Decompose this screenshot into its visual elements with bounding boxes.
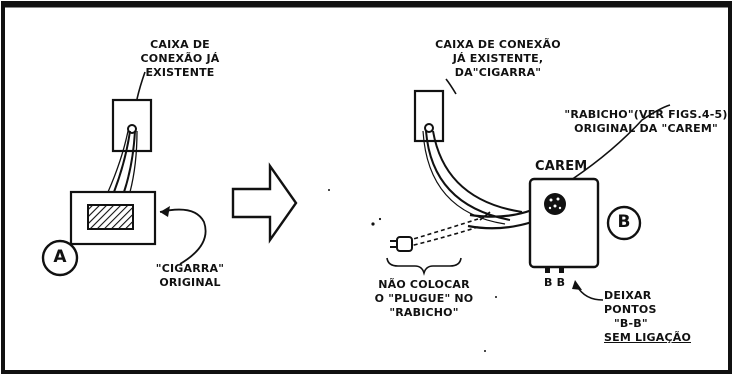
rabicho-cable-b (467, 220, 533, 230)
label-points-note: DEIXAR PONTOS "B-B" SEM LIGAÇÃO (604, 289, 691, 345)
pointer-points (576, 285, 604, 301)
cable-left-4 (129, 130, 138, 193)
label-line: PONTOS (604, 303, 657, 316)
leader-rabicho (561, 104, 671, 187)
label-line: ORIGINAL DA "CAREM" (574, 122, 718, 135)
marker-b-letter: B (617, 212, 631, 232)
dashed-cord-1 (409, 218, 479, 241)
label-line: "CIGARRA" (155, 262, 225, 275)
buzzer-grille (87, 204, 134, 230)
leader-box-left (136, 71, 146, 100)
label-junction-right: CAIXA DE CONEXÃO JÁ EXISTENTE, DA"CIGARR… (433, 38, 563, 80)
brace-plug-note (386, 257, 462, 276)
junction-box-right (413, 89, 445, 143)
label-line: CAIXA DE CONEXÃO (435, 38, 561, 51)
carem-device (528, 177, 600, 269)
leader-box-right (445, 78, 457, 95)
speck (495, 296, 497, 298)
label-plug-note: NÃO COLOCAR O "PLUGUE" NO "RABICHO" (368, 278, 480, 320)
speck (371, 222, 375, 226)
pointer-cigarra (159, 208, 207, 265)
label-rabicho: "RABICHO"(VER FIGS.4-5) ORIGINAL DA "CAR… (563, 108, 729, 136)
rabicho-cable-a (469, 208, 533, 218)
speck (484, 350, 486, 352)
pointer-cigarra-head (160, 206, 170, 217)
label-line: CONEXÃO JÁ (140, 52, 220, 65)
device-brand: CAREM (535, 159, 588, 174)
label-cigarra: "CIGARRA" ORIGINAL (150, 262, 230, 290)
terminal-b2 (559, 267, 564, 273)
cable-right-3 (422, 130, 506, 225)
label-line: CAIXA DE (150, 38, 210, 51)
junction-screw-right (424, 123, 434, 133)
marker-b-circle (606, 205, 642, 241)
cable-left-2 (123, 130, 136, 193)
cable-right-2 (432, 130, 523, 213)
plug-icon (390, 236, 413, 252)
label-line: "RABICHO" (389, 306, 459, 319)
label-line: DEIXAR (604, 289, 652, 302)
label-line: JÁ EXISTENTE, (452, 52, 544, 65)
label-points: B B (544, 276, 566, 289)
terminal-b1 (545, 267, 550, 273)
pointer-points-head (572, 280, 582, 290)
label-line: O "PLUGUE" NO (374, 292, 474, 305)
marker-a-circle (41, 239, 79, 277)
speaker-grille-icon (544, 193, 566, 215)
label-line: "RABICHO"(VER FIGS.4-5) (564, 108, 728, 121)
label-line: NÃO COLOCAR (378, 278, 470, 291)
label-line: "B-B" (614, 317, 648, 330)
cord-cut-mark (479, 211, 491, 221)
label-line: SEM LIGAÇÃO (604, 331, 691, 344)
speck (328, 189, 330, 191)
label-line: ORIGINAL (159, 276, 221, 289)
cable-left-1 (113, 130, 131, 193)
cable-left-3 (107, 130, 129, 193)
arrow-right-icon (231, 162, 298, 244)
label-line: DA"CIGARRA" (454, 66, 542, 79)
label-junction-left: CAIXA DE CONEXÃO JÁ EXISTENTE (132, 38, 228, 80)
label-line: EXISTENTE (145, 66, 215, 79)
dashed-cord-2 (409, 226, 479, 247)
marker-a-letter: A (53, 247, 67, 267)
speck (378, 217, 382, 221)
